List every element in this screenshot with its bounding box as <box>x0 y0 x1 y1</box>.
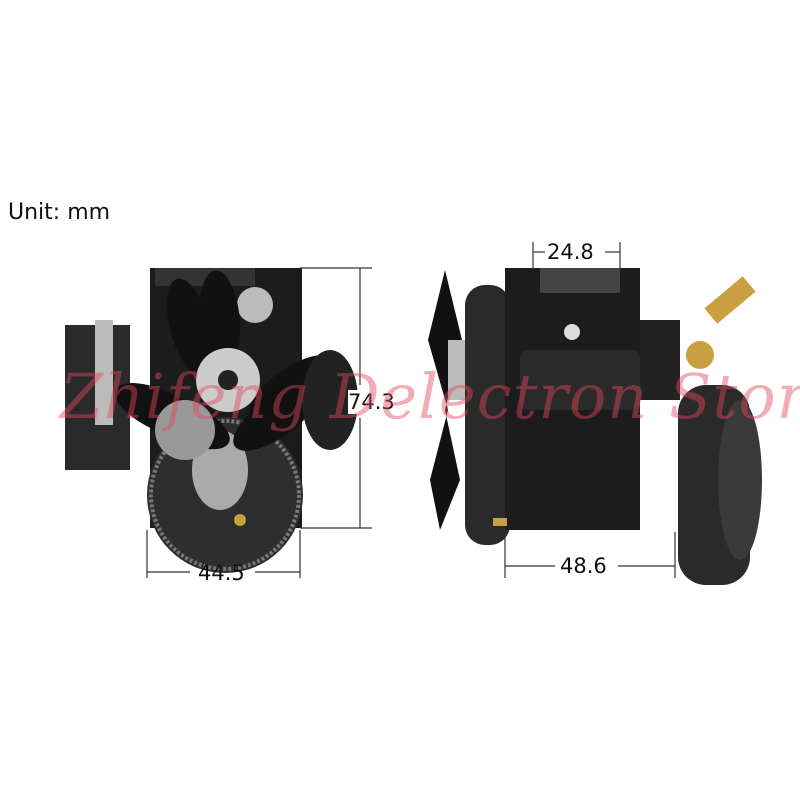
watermark: Zhifeng Delectron Store <box>60 360 800 433</box>
front-height-dimension: 74.3 <box>348 390 395 414</box>
side-base-width-dimension: 48.6 <box>560 554 607 578</box>
side-dimension-lines <box>504 242 676 578</box>
engine-front-view <box>65 268 358 573</box>
unit-label: Unit: mm <box>8 200 111 225</box>
side-top-width-dimension: 24.8 <box>547 240 594 264</box>
front-dimension-lines <box>146 267 372 578</box>
engine-side-view <box>428 268 762 585</box>
front-width-dimension: 44.5 <box>198 561 245 585</box>
